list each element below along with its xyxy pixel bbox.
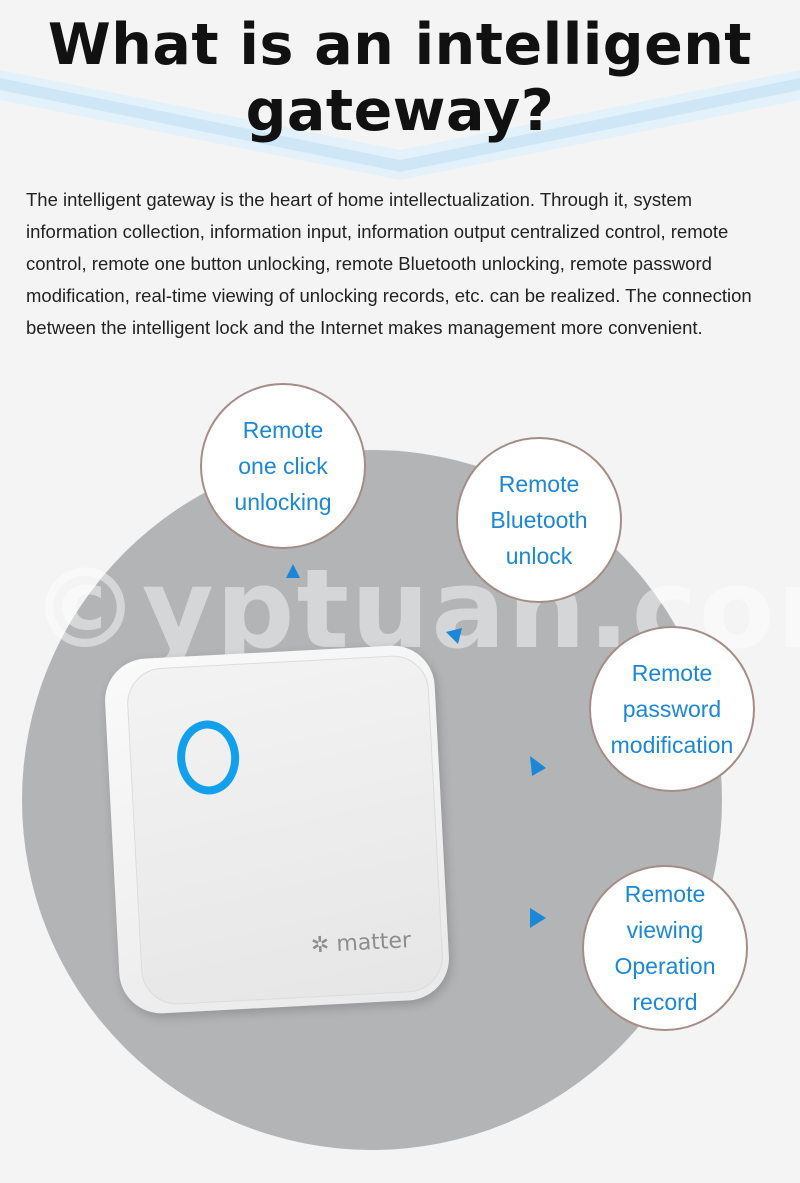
title-banner <box>0 70 800 180</box>
feature-remote-viewing-record: Remote viewing Operation record <box>582 865 748 1031</box>
feature-label: Remote Bluetooth unlock <box>490 471 588 569</box>
feature-label: Remote password modification <box>610 660 734 758</box>
arrow-icon <box>286 564 300 578</box>
feature-remote-one-click-unlocking: Remote one click unlocking <box>200 383 366 549</box>
title-line-1: What is an intelligent <box>47 12 753 78</box>
arrow-icon <box>530 756 546 776</box>
feature-remote-bluetooth-unlock: Remote Bluetooth unlock <box>456 437 622 603</box>
page-title: What is an intelligent gateway? <box>0 12 800 144</box>
arrow-icon <box>446 628 462 644</box>
feature-label: Remote one click unlocking <box>234 417 332 515</box>
intro-paragraph: The intelligent gateway is the heart of … <box>26 189 752 338</box>
arrow-icon <box>530 908 546 928</box>
feature-remote-password-modification: Remote password modification <box>589 626 755 792</box>
feature-label: Remote viewing Operation record <box>614 881 716 1015</box>
title-line-2: gateway? <box>245 78 555 144</box>
